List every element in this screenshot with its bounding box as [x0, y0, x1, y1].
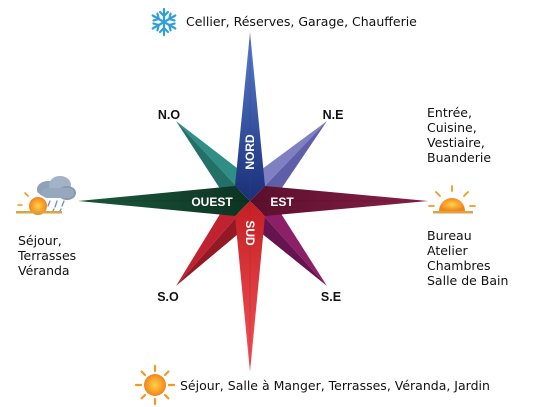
- northwest-label: N.O: [158, 108, 181, 122]
- east-rooms-label: Bureau Atelier Chambres Salle de Bain: [427, 228, 508, 288]
- southwest-point-shade: [176, 214, 250, 286]
- southwest-label: S.O: [157, 290, 179, 304]
- north-label: NORD: [243, 134, 257, 170]
- east-room-line: Chambres: [427, 258, 491, 273]
- west-room-line: Véranda: [18, 263, 70, 278]
- west-room-line: Terrasses: [18, 248, 77, 263]
- sun-icon: [134, 364, 176, 406]
- northeast-label: N.E: [323, 108, 344, 122]
- southeast-point-shade: [250, 214, 327, 286]
- east-point: [250, 186, 428, 216]
- northeast-point-shade: [262, 121, 327, 201]
- south-rooms-label: Séjour, Salle à Manger, Terrasses, Véran…: [180, 378, 490, 393]
- northeast-room-line: Cuisine,: [427, 120, 477, 135]
- east-label: EST: [270, 195, 294, 209]
- setting-sun-icon: [428, 185, 476, 214]
- north-rooms-label: Cellier, Réserves, Garage, Chaufferie: [186, 14, 417, 29]
- east-room-line: Salle de Bain: [427, 273, 509, 288]
- northeast-point: [250, 121, 327, 189]
- east-room-line: Atelier: [427, 243, 468, 258]
- east-room-line: Bureau: [427, 228, 472, 243]
- northeast-rooms-label: Entrée, Cuisine, Vestiaire, Buanderie: [427, 105, 491, 165]
- west-room-line: Séjour,: [18, 233, 62, 248]
- southeast-label: S.E: [321, 290, 341, 304]
- southeast-point: [262, 201, 327, 286]
- south-label: SUD: [243, 220, 257, 246]
- northeast-room-line: Entrée,: [427, 105, 472, 120]
- northeast-room-line: Vestiaire,: [427, 135, 485, 150]
- northwest-point-shade: [176, 121, 239, 201]
- west-rooms-label: Séjour, Terrasses Véranda: [18, 233, 76, 278]
- northwest-point: [176, 121, 250, 189]
- sun-behind-rain-cloud-icon: [16, 176, 76, 215]
- west-label: OUEST: [191, 195, 233, 209]
- snowflake-icon: [151, 7, 177, 37]
- west-point: [78, 186, 250, 216]
- southwest-point: [176, 201, 239, 286]
- northeast-room-line: Buanderie: [427, 150, 492, 165]
